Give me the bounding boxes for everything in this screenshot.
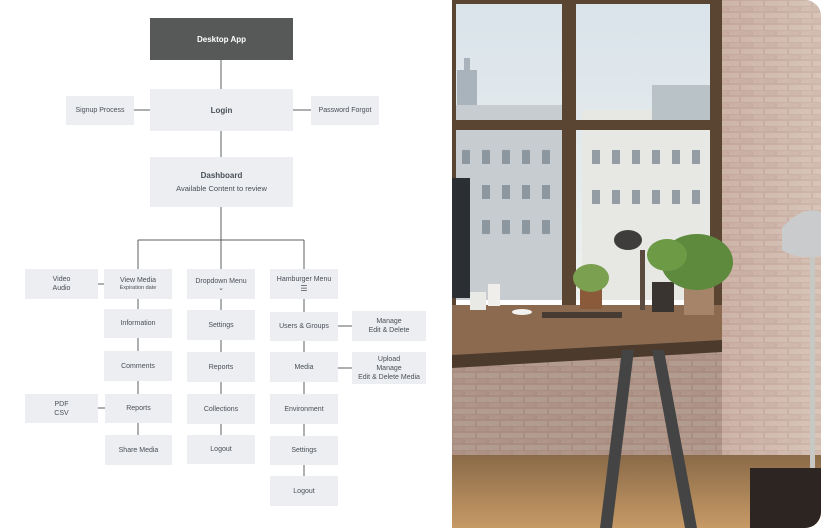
pdf-csv-node: PDF CSV: [25, 394, 98, 423]
reports-left-node: Reports: [105, 394, 172, 423]
manage-media-node: Upload Manage Edit & Delete Media: [352, 352, 426, 384]
password-forgot-node: Password Forgot: [311, 96, 379, 125]
dashboard-title: Dashboard: [200, 171, 243, 180]
collections-node: Collections: [187, 394, 255, 424]
reports-mid-node: Reports: [187, 352, 255, 382]
csv-label: CSV: [54, 409, 69, 417]
node-label: Users & Groups: [279, 323, 329, 330]
video-label: Video: [52, 276, 71, 283]
node-label: Reports: [208, 363, 234, 371]
dashboard-node: Dashboard Available Content to review: [150, 157, 293, 207]
node-label: Settings: [208, 321, 234, 329]
signup-node: Signup Process: [66, 96, 134, 125]
video-audio-node: Video Audio: [25, 269, 98, 299]
node-label: Media: [294, 363, 314, 371]
settings-mid-node: Settings: [187, 310, 255, 340]
media-node: Media: [270, 352, 338, 382]
login-node: Login: [150, 89, 293, 131]
settings-right-node: Settings: [270, 436, 338, 465]
share-media-node: Share Media: [105, 435, 172, 465]
node-label: Environment: [284, 405, 324, 413]
view-media-label: View Media: [119, 277, 157, 284]
view-media-node: View Media Expiration date: [104, 269, 172, 299]
desktop-app-node: Desktop App: [150, 18, 293, 60]
dropdown-menu-node: Dropdown Menu ⌄: [187, 269, 255, 299]
node-label: Reports: [126, 405, 151, 412]
node-label: Comments: [121, 362, 155, 370]
environment-node: Environment: [270, 394, 338, 424]
node-label: Login: [210, 105, 233, 115]
hamburger-icon: ☰: [300, 284, 308, 293]
dropdown-label: Dropdown Menu: [195, 277, 247, 285]
users-groups-node: Users & Groups: [270, 312, 338, 341]
logout-mid-node: Logout: [187, 435, 255, 464]
manage-label: Manage: [376, 318, 402, 325]
edit-delete-media-label: Edit & Delete Media: [358, 373, 420, 381]
comments-node: Comments: [104, 351, 172, 381]
dashboard-subtitle: Available Content to review: [176, 184, 267, 193]
logout-right-node: Logout: [270, 476, 338, 506]
node-label: Information: [120, 320, 156, 327]
edit-delete-label: Edit & Delete: [368, 327, 410, 334]
node-label: Signup Process: [75, 107, 125, 114]
node-label: Desktop App: [196, 34, 247, 44]
information-node: Information: [104, 309, 172, 338]
pdf-label: PDF: [54, 400, 69, 408]
node-label: Settings: [291, 447, 317, 454]
chevron-down-icon: ⌄: [218, 284, 224, 292]
flowchart-panel: Desktop App Signup Process Login Passwor…: [25, 18, 426, 506]
office-photo: [452, 0, 821, 528]
hamburger-menu-node: Hamburger Menu ☰: [270, 269, 338, 299]
node-label: Share Media: [118, 446, 159, 454]
node-label: Logout: [293, 487, 315, 495]
manage-media-label: Manage: [376, 364, 402, 372]
node-label: Logout: [210, 446, 232, 453]
node-label: Password Forgot: [318, 107, 372, 114]
upload-label: Upload: [377, 355, 401, 363]
audio-label: Audio: [52, 285, 71, 292]
office-illustration: [452, 0, 821, 528]
node-label: Collections: [203, 405, 239, 413]
connector-lines: [98, 60, 352, 476]
manage-users-node: Manage Edit & Delete: [352, 311, 426, 341]
expiration-label: Expiration date: [119, 285, 157, 291]
hamburger-label: Hamburger Menu: [276, 276, 332, 283]
